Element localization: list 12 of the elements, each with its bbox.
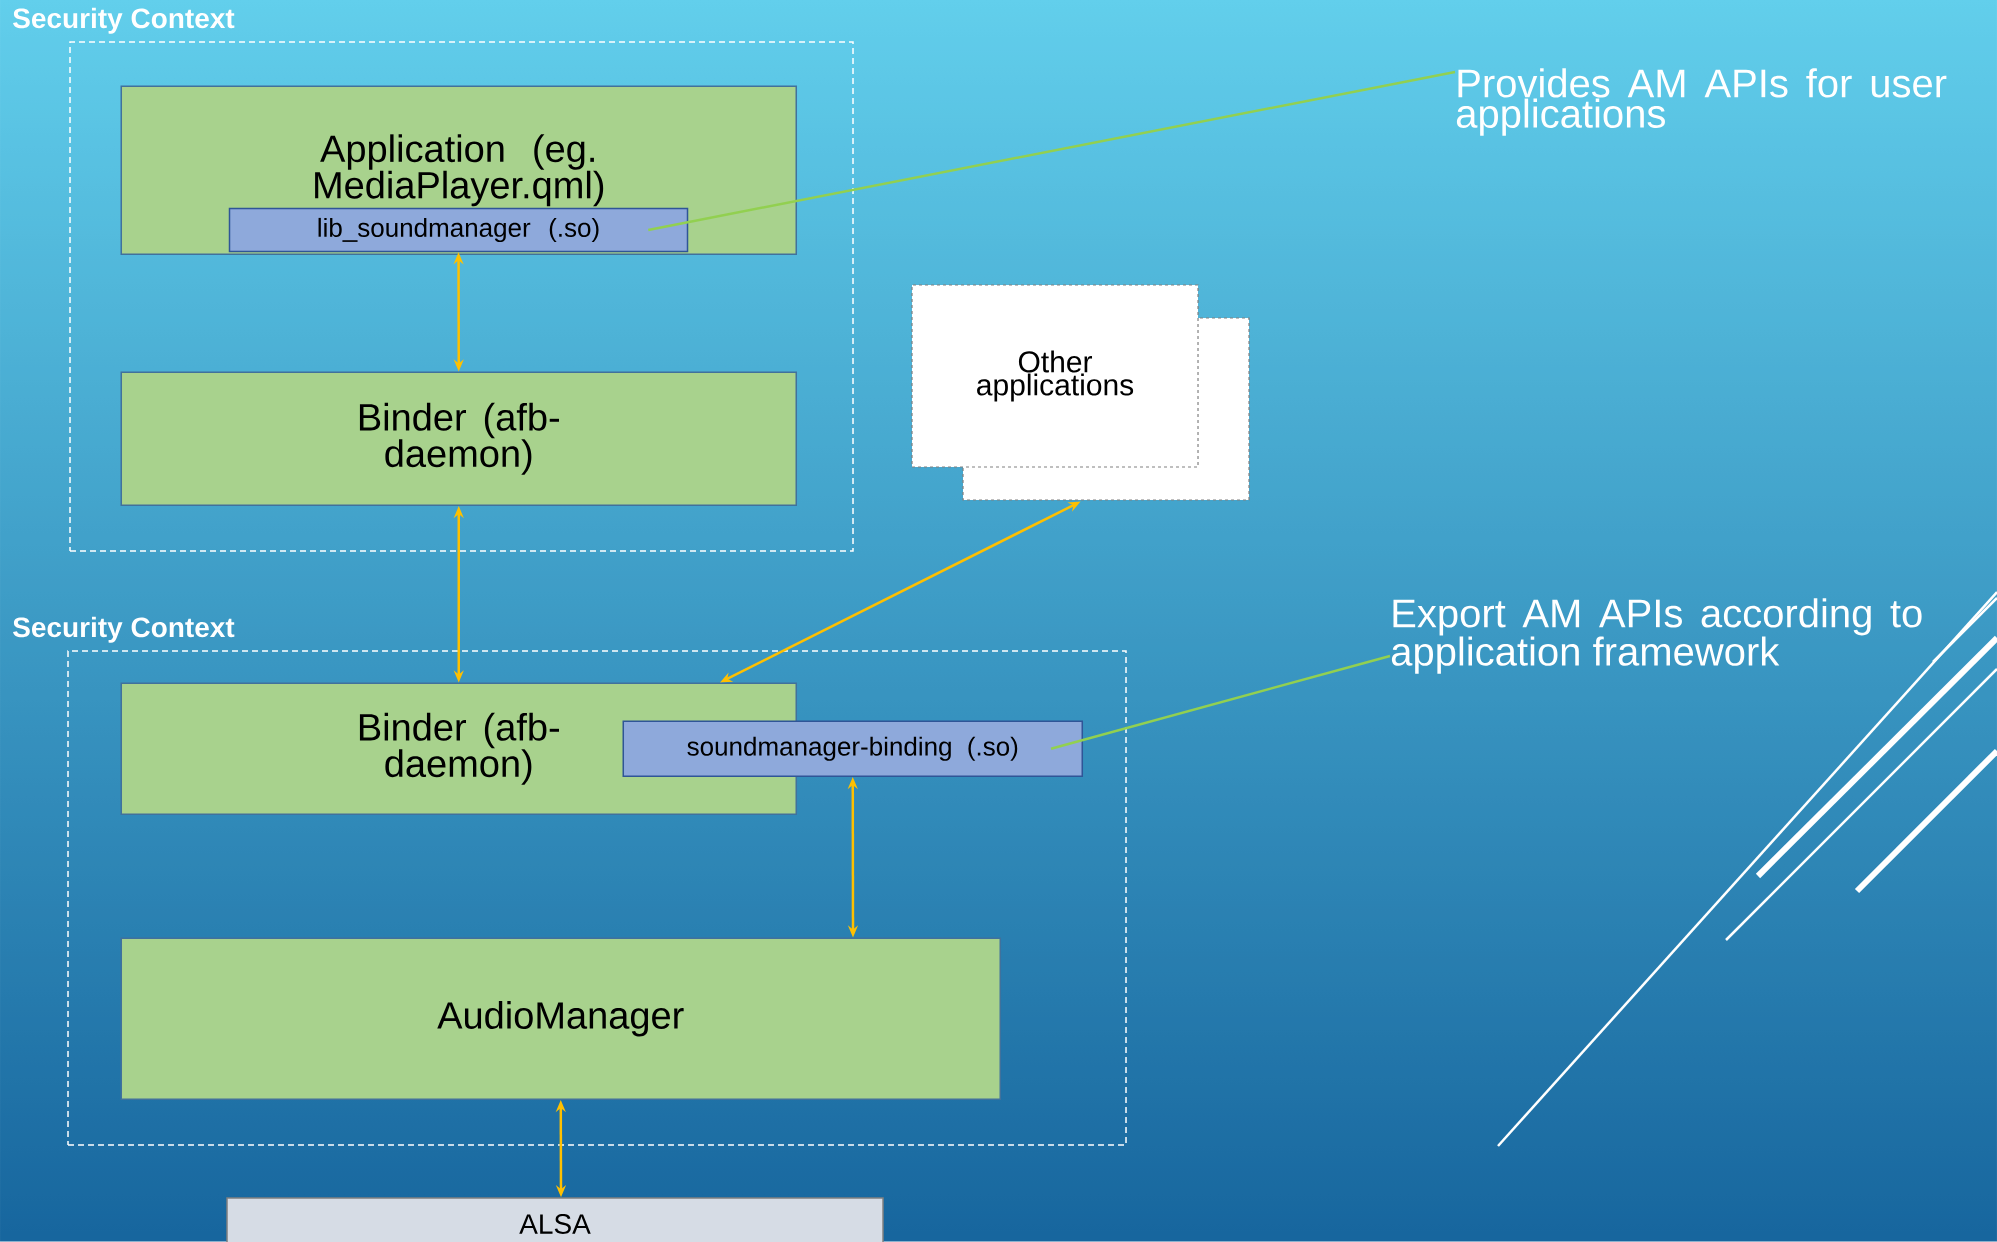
stacked-pages: Other applications [911, 284, 1250, 501]
alsa-bar: ALSA [226, 1197, 884, 1242]
node-label: Security Context [13, 7, 235, 34]
library-box: soundmanager-binding (.so) [622, 720, 1083, 777]
annotation-text: Provides AM APIs for user applications [1456, 68, 1947, 136]
leader-line [1050, 654, 1391, 750]
annotation-text: Export AM APIs according to application framework [1391, 598, 1922, 674]
node-label: Security Context [13, 616, 235, 643]
leader-line [648, 70, 1456, 232]
component-box: AudioManager [120, 937, 1001, 1100]
library-box: lib_soundmanager (.so) [228, 207, 689, 253]
component-box: Binder (afb-daemon) [120, 371, 797, 506]
